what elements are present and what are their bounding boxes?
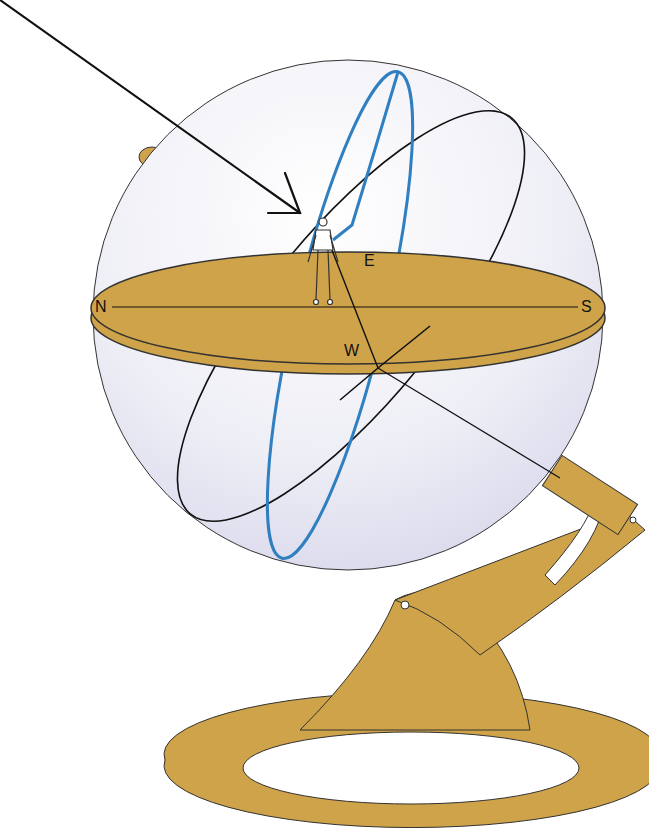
equator-front [340, 326, 430, 400]
axis-tube [542, 455, 637, 534]
compass-label: N [94, 298, 108, 316]
compass-label: S [580, 298, 593, 316]
pivot [630, 517, 636, 523]
pivot [401, 601, 409, 609]
observer [308, 218, 338, 305]
polar-axis [378, 368, 560, 478]
compass-label: W [343, 342, 360, 360]
sun-ray-arrow [0, 0, 300, 213]
horizon-plane [91, 252, 605, 364]
meridian-front [333, 72, 398, 240]
north-south-line [112, 307, 578, 308]
compass-label: E [363, 252, 376, 270]
vertical-line [330, 245, 378, 368]
